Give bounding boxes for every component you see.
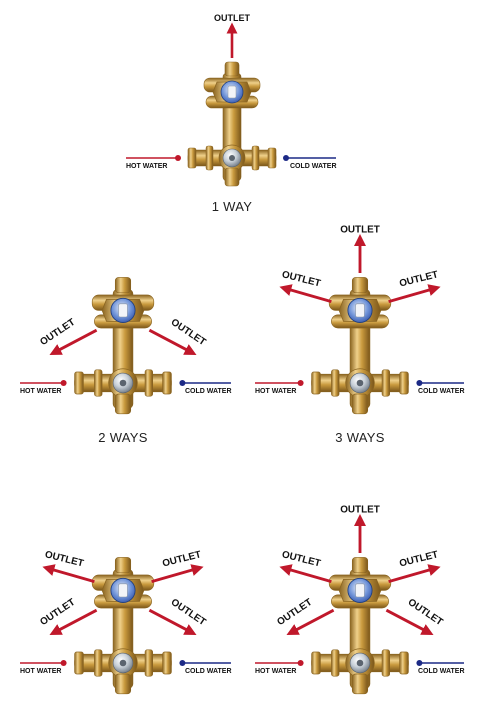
outlet-label-up: OUTLET: [340, 224, 380, 235]
hot-water-label: HOT WATER: [20, 388, 61, 395]
cold-water-label: COLD WATER: [418, 668, 465, 675]
cartridge-stem: [356, 379, 364, 387]
valve-assembly: OUTLET OUTLET OUTLET: [279, 224, 441, 415]
cartridge-stem: [119, 659, 127, 667]
cap-stem: [355, 583, 365, 598]
outlet-arrow-up-left: [42, 564, 95, 583]
hot-water-dot: [297, 660, 304, 666]
cold-water-label: COLD WATER: [290, 163, 337, 170]
outlet-arrow-up-right: [388, 284, 441, 303]
left-stop: [94, 369, 103, 397]
outlet-label-up-right: OUTLET: [398, 549, 439, 569]
diagram-caption: 1 WAY: [212, 199, 253, 214]
cold-water-dot: [416, 380, 423, 386]
top-stub: [351, 557, 369, 574]
hot-water-dot: [60, 380, 67, 386]
diagrams-root: HOT WATER COLD WATER OUTLET 1 WAY HOT WATER C…: [20, 13, 465, 695]
cap-stem: [355, 303, 365, 318]
outlet-arrow-up-left: [279, 564, 332, 583]
valve-assembly: OUTLET: [187, 13, 277, 187]
top-stub: [114, 277, 132, 294]
right-stop: [381, 369, 390, 397]
outlet-label-up-right: OUTLET: [161, 549, 202, 569]
hot-water-dot: [60, 660, 67, 666]
outlet-arrow-low-left: [49, 328, 98, 355]
cartridge-stem: [356, 659, 364, 667]
hot-water-dot: [297, 380, 304, 386]
diagram-caption: 3 WAYS: [335, 430, 385, 445]
hot-inlet-nut: [187, 147, 197, 169]
hot-water-label: HOT WATER: [126, 163, 167, 170]
outlet-label-up: OUTLET: [214, 13, 250, 23]
cold-inlet-nut: [162, 371, 172, 395]
left-stop: [205, 145, 214, 171]
right-stop: [144, 649, 153, 677]
left-stop: [331, 649, 340, 677]
bottom-stub: [114, 393, 132, 415]
outlet-arrow-up-left: [279, 284, 332, 303]
cap-stem: [118, 303, 128, 318]
cartridge-stem: [229, 155, 235, 161]
cap-stem: [118, 583, 128, 598]
hot-water-label: HOT WATER: [20, 668, 61, 675]
cold-water-dot: [179, 660, 186, 666]
valve-diagram: HOT WATER COLD WATER OUTLET OUTLET OUTLET 3 W…: [255, 224, 465, 445]
bottom-stub: [351, 673, 369, 695]
outlet-label-up: OUTLET: [340, 504, 380, 515]
left-stop: [331, 369, 340, 397]
right-stop: [381, 649, 390, 677]
left-stop: [94, 649, 103, 677]
hot-water-dot: [175, 155, 181, 161]
outlet-arrow-low-left: [49, 608, 98, 635]
diagram-caption: 2 WAYS: [98, 430, 148, 445]
cold-water-label: COLD WATER: [418, 388, 465, 395]
hot-inlet-nut: [311, 371, 321, 395]
bottom-stub: [114, 673, 132, 695]
outlet-arrow-low-right: [385, 608, 434, 635]
right-stop: [144, 369, 153, 397]
outlet-arrow-low-right: [148, 608, 197, 635]
valve-diagram: HOT WATER COLD WATER OUTLET 1 WAY: [126, 13, 337, 214]
cold-water-dot: [283, 155, 289, 161]
right-stop: [251, 145, 260, 171]
cold-water-label: COLD WATER: [185, 668, 232, 675]
cold-inlet-nut: [267, 147, 277, 169]
outlet-arrow-up-right: [388, 564, 441, 583]
hot-water-label: HOT WATER: [255, 668, 296, 675]
outlet-label-up-left: OUTLET: [281, 269, 322, 289]
cold-inlet-nut: [162, 651, 172, 675]
top-stub: [114, 557, 132, 574]
cold-water-dot: [416, 660, 423, 666]
cold-inlet-nut: [399, 371, 409, 395]
outlet-label-up-left: OUTLET: [44, 549, 85, 569]
top-stub: [351, 277, 369, 294]
outlet-arrow-low-left: [286, 608, 335, 635]
hot-inlet-nut: [74, 371, 84, 395]
hot-water-label: HOT WATER: [255, 388, 296, 395]
cold-water-dot: [179, 380, 186, 386]
cold-inlet-nut: [399, 651, 409, 675]
hot-inlet-nut: [311, 651, 321, 675]
bottom-stub: [351, 393, 369, 415]
outlet-label-up-right: OUTLET: [398, 269, 439, 289]
outlet-arrow-low-right: [148, 328, 197, 355]
hot-inlet-nut: [74, 651, 84, 675]
cap-stem: [227, 85, 237, 99]
outlet-arrow-up-right: [151, 564, 204, 583]
outlet-label-up-left: OUTLET: [281, 549, 322, 569]
cartridge-stem: [119, 379, 127, 387]
bottom-stub: [224, 167, 240, 187]
top-stub: [224, 61, 240, 77]
cold-water-label: COLD WATER: [185, 388, 232, 395]
